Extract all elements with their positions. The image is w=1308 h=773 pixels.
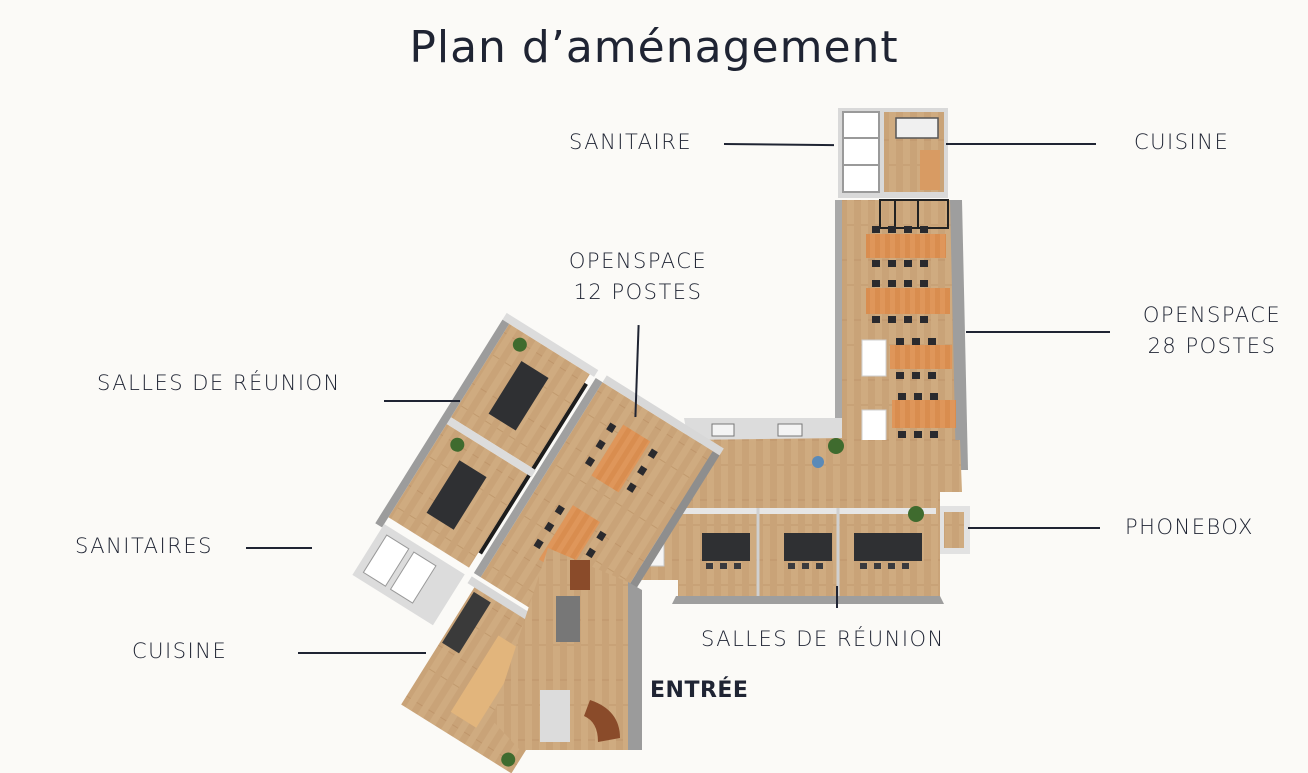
right-wing (835, 108, 968, 470)
leader-salles-reunion-left (384, 400, 460, 402)
leader-salles-reunion-bottom (836, 586, 838, 608)
leader-openspace-28 (966, 331, 1110, 333)
label-entree: ENTRÉE (650, 678, 749, 703)
page-title: Plan d’aménagement (409, 22, 899, 73)
label-openspace-12: OPENSPACE 12 POSTES (548, 246, 728, 308)
label-phonebox: PHONEBOX (1125, 515, 1254, 539)
entrance-area (492, 548, 642, 750)
label-cuisine-left: CUISINE (132, 639, 228, 663)
label-openspace-12-line1: OPENSPACE (568, 249, 708, 273)
label-salles-reunion-left: SALLES DE RÉUNION (97, 371, 341, 395)
label-salles-reunion-bottom: SALLES DE RÉUNION (701, 627, 945, 651)
label-openspace-12-line2: 12 POSTES (573, 280, 703, 304)
central-hall (680, 418, 962, 492)
leader-sanitaires-left (246, 547, 312, 549)
label-sanitaires-left: SANITAIRES (75, 534, 213, 558)
label-sanitaire-top: SANITAIRE (569, 130, 693, 154)
label-openspace-28-line2: 28 POSTES (1147, 334, 1277, 358)
label-openspace-28: OPENSPACE 28 POSTES (1122, 300, 1302, 362)
leader-cuisine-left (298, 652, 426, 654)
leader-phonebox (968, 527, 1100, 529)
label-openspace-28-line1: OPENSPACE (1142, 303, 1282, 327)
leader-cuisine-top (946, 143, 1096, 145)
label-cuisine-top: CUISINE (1134, 130, 1230, 154)
